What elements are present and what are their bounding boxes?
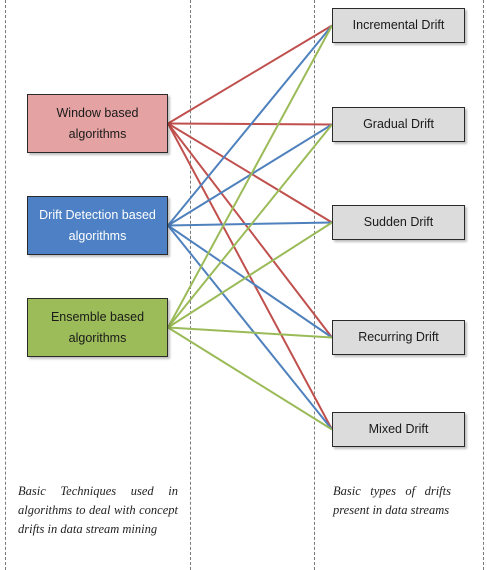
drift-detection-algorithms-box: Drift Detection based algorithms	[27, 196, 168, 255]
sudden-drift-box: Sudden Drift	[332, 205, 465, 240]
link-window-to-recurring	[167, 122, 333, 339]
link-detect-to-mixed	[167, 224, 333, 431]
link-ensemble-to-gradual	[167, 123, 333, 329]
link-window-to-mixed	[167, 123, 333, 430]
gradual-drift-box: Gradual Drift	[332, 107, 465, 142]
caption-drift-types: Basic types of drifts present in data st…	[333, 484, 451, 517]
dashed-divider-right	[483, 0, 484, 570]
mixed-drift-box: Mixed Drift	[332, 412, 465, 447]
link-detect-to-incremental	[167, 24, 333, 227]
window-based-algorithms-box: Window based algorithms	[27, 94, 168, 153]
link-window-to-incremental	[167, 24, 333, 125]
link-ensemble-to-mixed	[167, 326, 333, 431]
link-ensemble-to-sudden	[167, 221, 333, 329]
incremental-drift-box: Incremental Drift	[332, 8, 465, 43]
ensemble-based-algorithms-box: Ensemble based algorithms	[27, 298, 168, 357]
link-window-to-sudden	[167, 122, 333, 224]
dashed-divider-left	[5, 0, 6, 570]
link-detect-to-recurring	[167, 224, 333, 339]
link-ensemble-to-incremental	[167, 25, 333, 328]
dashed-divider-center-right	[314, 0, 315, 570]
link-ensemble-to-recurring	[167, 326, 333, 339]
link-detect-to-sudden	[167, 221, 333, 227]
caption-techniques: Basic Techniques used in algorithms to d…	[18, 484, 178, 536]
recurring-drift-box: Recurring Drift	[332, 320, 465, 355]
